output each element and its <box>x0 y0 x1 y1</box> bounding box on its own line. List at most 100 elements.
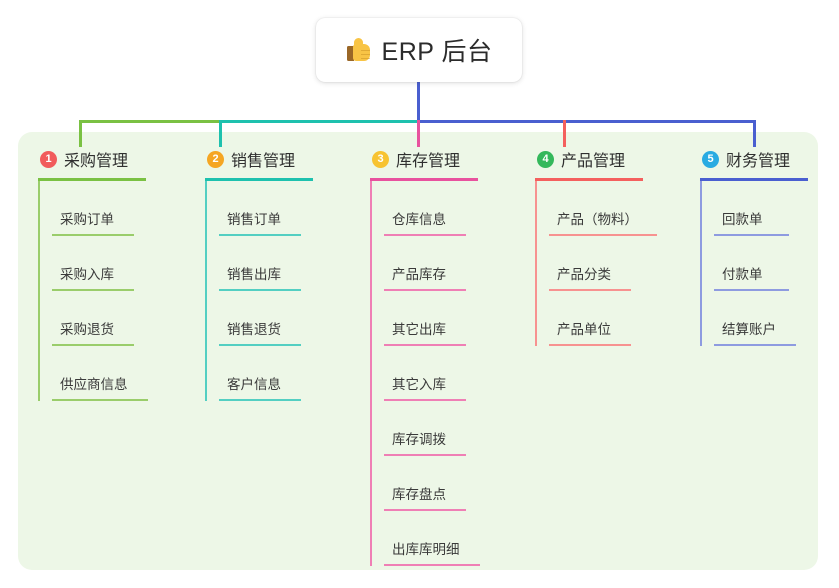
child-label: 其它入库 <box>392 377 446 392</box>
branch-spine-4 <box>535 181 537 346</box>
child-item[interactable]: 其它出库 <box>370 291 530 346</box>
branch-badge-3: 3 <box>372 150 389 168</box>
child-underline <box>384 344 466 346</box>
branch-spine-3 <box>370 181 372 566</box>
child-underline <box>52 289 134 291</box>
child-item[interactable]: 结算账户 <box>700 291 839 346</box>
branch-badge-2: 2 <box>207 150 224 168</box>
branch-spine-2 <box>205 181 207 401</box>
child-item[interactable]: 仓库信息 <box>370 181 530 236</box>
branch-header-5[interactable]: 5 财务管理 <box>700 147 839 171</box>
diagram-background-panel <box>18 132 818 570</box>
branch-drop-5 <box>753 120 756 147</box>
child-item[interactable]: 其它入库 <box>370 346 530 401</box>
branch-rule-5 <box>700 178 808 181</box>
child-item[interactable]: 产品库存 <box>370 236 530 291</box>
branch-column-4: 4 产品管理 产品（物料） 产品分类 产品单位 <box>535 147 705 346</box>
child-underline <box>52 234 134 236</box>
branch-children-4: 产品（物料） 产品分类 产品单位 <box>535 181 705 346</box>
child-item[interactable]: 产品分类 <box>535 236 705 291</box>
branch-rule-4 <box>535 178 643 181</box>
branch-title-4: 产品管理 <box>561 153 626 170</box>
branch-title-1: 采购管理 <box>64 153 129 170</box>
branch-children-1: 采购订单 采购入库 采购退货 供应商信息 <box>38 181 188 401</box>
child-item[interactable]: 回款单 <box>700 181 839 236</box>
child-item[interactable]: 销售订单 <box>205 181 355 236</box>
child-item[interactable]: 供应商信息 <box>38 346 188 401</box>
child-label: 客户信息 <box>227 377 281 392</box>
child-underline <box>52 399 148 401</box>
branch-column-5: 5 财务管理 回款单 付款单 结算账户 <box>700 147 839 346</box>
trunk-connector <box>417 82 420 122</box>
connector-segment-2 <box>219 120 419 123</box>
branch-header-2[interactable]: 2 销售管理 <box>205 147 355 171</box>
branch-title-3: 库存管理 <box>396 153 461 170</box>
connector-segment-3 <box>417 120 565 123</box>
branch-column-3: 3 库存管理 仓库信息 产品库存 其它出库 其它入库 库存调拨 <box>370 147 530 566</box>
child-label: 产品库存 <box>392 267 446 282</box>
child-underline <box>219 399 301 401</box>
child-underline <box>384 234 466 236</box>
child-item[interactable]: 库存盘点 <box>370 456 530 511</box>
child-item[interactable]: 付款单 <box>700 236 839 291</box>
child-label: 产品分类 <box>557 267 611 282</box>
child-label: 产品（物料） <box>557 212 638 227</box>
branch-column-2: 2 销售管理 销售订单 销售出库 销售退货 客户信息 <box>205 147 355 401</box>
root-node[interactable]: ERP 后台 <box>316 18 522 82</box>
child-underline <box>384 564 480 566</box>
branch-drop-4 <box>563 120 566 147</box>
branch-header-1[interactable]: 1 采购管理 <box>38 147 188 171</box>
child-underline <box>714 344 796 346</box>
child-item[interactable]: 采购订单 <box>38 181 188 236</box>
branch-spine-5 <box>700 181 702 346</box>
child-underline <box>549 344 631 346</box>
branch-drop-1 <box>79 120 82 147</box>
branch-header-4[interactable]: 4 产品管理 <box>535 147 705 171</box>
connector-segment-1 <box>79 120 221 123</box>
child-item[interactable]: 销售出库 <box>205 236 355 291</box>
child-label: 销售订单 <box>227 212 281 227</box>
child-label: 销售出库 <box>227 267 281 282</box>
branch-rule-2 <box>205 178 313 181</box>
child-label: 供应商信息 <box>60 377 128 392</box>
branch-drop-3 <box>417 120 420 147</box>
child-item[interactable]: 产品单位 <box>535 291 705 346</box>
child-label: 其它出库 <box>392 322 446 337</box>
branch-drop-2 <box>219 120 222 147</box>
child-underline <box>384 509 466 511</box>
child-label: 采购退货 <box>60 322 114 337</box>
branch-spine-1 <box>38 181 40 401</box>
child-label: 结算账户 <box>722 322 776 337</box>
branch-rule-1 <box>38 178 146 181</box>
child-underline <box>52 344 134 346</box>
child-label: 产品单位 <box>557 322 611 337</box>
child-item[interactable]: 客户信息 <box>205 346 355 401</box>
child-underline <box>384 399 466 401</box>
child-item[interactable]: 销售退货 <box>205 291 355 346</box>
child-item[interactable]: 采购入库 <box>38 236 188 291</box>
branch-badge-4: 4 <box>537 150 554 168</box>
child-label: 付款单 <box>722 267 763 282</box>
child-item[interactable]: 库存调拨 <box>370 401 530 456</box>
branch-children-5: 回款单 付款单 结算账户 <box>700 181 839 346</box>
child-underline <box>549 289 631 291</box>
child-underline <box>714 234 789 236</box>
branch-rule-3 <box>370 178 478 181</box>
child-underline <box>384 454 466 456</box>
branch-title-5: 财务管理 <box>726 153 791 170</box>
child-item[interactable]: 采购退货 <box>38 291 188 346</box>
thumbs-up-icon <box>346 37 373 64</box>
branch-children-2: 销售订单 销售出库 销售退货 客户信息 <box>205 181 355 401</box>
child-item[interactable]: 出库库明细 <box>370 511 530 566</box>
child-item[interactable]: 产品（物料） <box>535 181 705 236</box>
branch-header-3[interactable]: 3 库存管理 <box>370 147 530 171</box>
child-label: 库存调拨 <box>392 432 446 447</box>
child-label: 采购入库 <box>60 267 114 282</box>
child-label: 库存盘点 <box>392 487 446 502</box>
child-underline <box>219 234 301 236</box>
child-label: 仓库信息 <box>392 212 446 227</box>
branch-badge-1: 1 <box>40 150 57 168</box>
child-underline <box>219 289 301 291</box>
branch-column-1: 1 采购管理 采购订单 采购入库 采购退货 供应商信息 <box>38 147 188 401</box>
